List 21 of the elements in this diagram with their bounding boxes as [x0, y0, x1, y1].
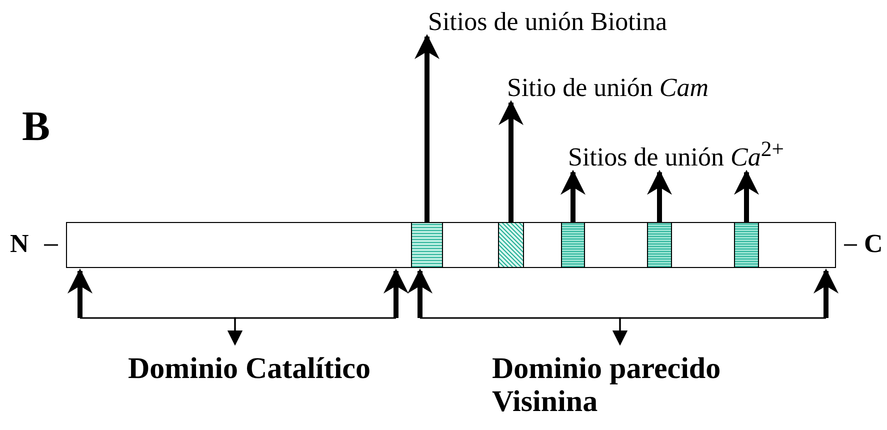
binding-site-label: Sitios de unión Biotina [428, 8, 668, 37]
terminus-label: C [864, 230, 883, 259]
protein-bar [66, 222, 836, 268]
arrow [560, 170, 586, 222]
binding-site-label: Sitios de unión Ca$^{2+}$ [568, 138, 784, 172]
bracket-arrow [612, 268, 838, 346]
binding-site-segment [734, 222, 759, 268]
arrow [647, 170, 672, 222]
arrow [498, 100, 524, 222]
binding-site-segment [561, 222, 585, 268]
panel-letter: B [22, 104, 50, 150]
domain-label: Dominio parecido Visinina [492, 352, 732, 418]
binding-site-segment [498, 222, 524, 268]
domain-label: Dominio Catalítico [128, 352, 370, 385]
binding-site-segment [647, 222, 672, 268]
bracket-arrow [228, 268, 408, 346]
binding-site-label: Sitio de unión Cam [507, 74, 709, 103]
terminus-label: N [10, 230, 29, 259]
binding-site-segment [411, 222, 443, 268]
arrow [734, 170, 759, 222]
arrow [414, 34, 440, 222]
